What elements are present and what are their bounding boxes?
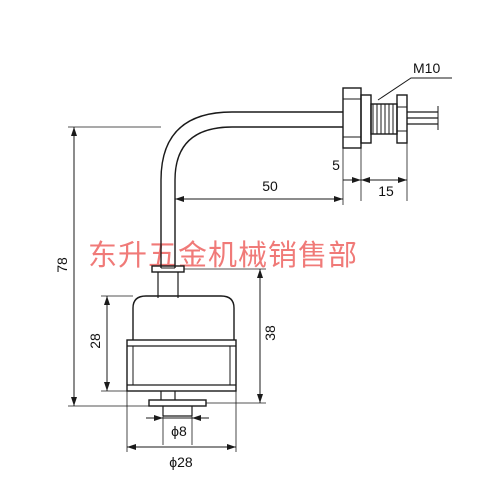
dim-total-height: 78	[54, 126, 161, 407]
thread-callout: M10	[377, 60, 452, 101]
dim-nut-and-thread: 5 15	[332, 143, 408, 201]
bottom-stop	[148, 391, 207, 417]
dim-28-label: 28	[87, 333, 103, 349]
dim-stem-diameter: ϕ8	[146, 415, 209, 445]
dim-50-label: 50	[262, 178, 278, 194]
dim-float-plus-stop: 38	[184, 268, 278, 404]
dim-horizontal-arm: 50	[174, 148, 344, 205]
mounting-head	[342, 87, 439, 149]
dim-78-label: 78	[54, 257, 70, 273]
dim-float-diameter: ϕ28	[126, 391, 237, 470]
float-body	[126, 295, 237, 392]
dim-15-label: 15	[378, 183, 394, 199]
bent-tube	[160, 111, 343, 269]
dim-38-label: 38	[262, 325, 278, 341]
dim-phi28-label: ϕ28	[169, 454, 193, 470]
thread-size-label: M10	[413, 60, 440, 76]
dim-float-height: 28	[87, 295, 133, 392]
lead-wires	[407, 106, 439, 130]
dim-5-label: 5	[332, 157, 340, 173]
watermark-text: 东升五金机械销售部	[88, 238, 358, 272]
dim-phi8-label: ϕ8	[171, 423, 187, 439]
thread-section	[370, 103, 398, 135]
